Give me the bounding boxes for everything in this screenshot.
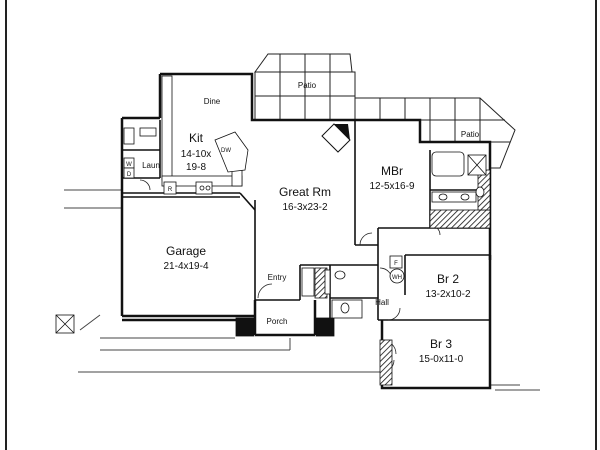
room-dims-mbr: 12-5x16-9 xyxy=(369,181,414,192)
fixture-label-furnace: F xyxy=(394,261,398,267)
bath-fixtures xyxy=(301,151,487,319)
room-label-great: Great Rm xyxy=(279,185,331,199)
room-label-kit: Kit xyxy=(189,131,204,145)
room-label-dine: Dine xyxy=(204,97,221,106)
room-label-patio-upper: Patio xyxy=(298,81,317,90)
interior-walls xyxy=(122,120,490,321)
kitchen-fixtures xyxy=(123,75,249,195)
page-border xyxy=(5,0,597,450)
ac-unit xyxy=(55,314,75,334)
room-label-garage: Garage xyxy=(166,244,206,258)
room-dims-kit-2: 19-8 xyxy=(186,162,206,173)
room-label-laun: Laun xyxy=(142,161,160,170)
utility-fixtures xyxy=(389,255,405,284)
room-label-mbr: MBr xyxy=(381,164,403,178)
fixture-label-refrigerator: R xyxy=(168,187,173,193)
room-dims-br3: 15-0x11-0 xyxy=(419,354,464,365)
fixture-label-dishwasher: DW xyxy=(221,148,231,154)
room-label-br2: Br 2 xyxy=(437,272,459,286)
room-label-entry: Entry xyxy=(268,273,287,282)
fixture-label-water-heater: WH xyxy=(392,275,402,281)
site-lines xyxy=(64,189,540,391)
fireplace xyxy=(321,123,351,153)
room-dims-great: 16-3x23-2 xyxy=(282,202,327,213)
room-dims-garage: 21-4x19-4 xyxy=(163,261,208,272)
room-label-porch: Porch xyxy=(267,317,288,326)
fixture-label-dryer: D xyxy=(127,172,132,178)
room-dims-br2: 13-2x10-2 xyxy=(425,289,470,300)
room-label-patio-right: Patio xyxy=(461,130,480,139)
room-label-hall: Hall xyxy=(375,298,389,307)
room-label-br3: Br 3 xyxy=(430,337,452,351)
room-dims-kit-1: 14-10x xyxy=(181,149,212,160)
patio-upper xyxy=(254,53,356,121)
fixture-label-washer: W xyxy=(126,162,132,168)
